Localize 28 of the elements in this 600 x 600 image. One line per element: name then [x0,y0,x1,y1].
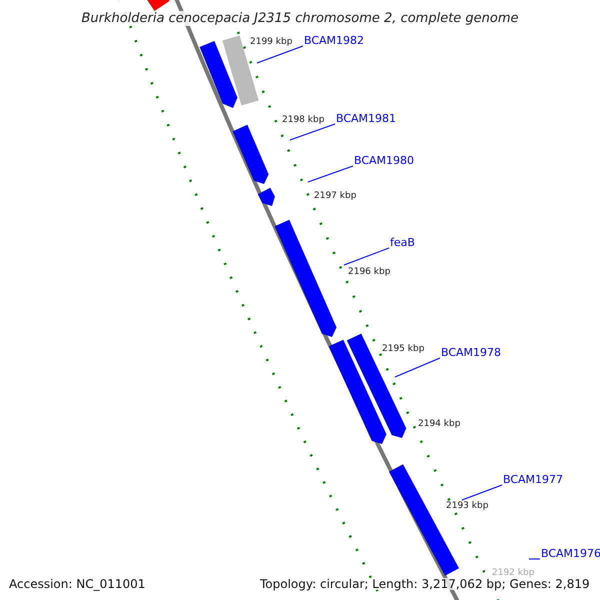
gene-label: BCAM1977 [503,474,564,485]
scale-label: 2193 kbp [446,502,488,511]
gene-label: BCAM1978 [441,347,502,358]
gene-bar [232,124,269,184]
gene-bar [274,220,336,337]
leader-line [308,166,354,182]
leader-line [290,124,336,140]
leader-line [462,484,502,500]
gene-label: feaB [390,237,415,248]
gene-bar [346,334,406,438]
leader-line [394,358,440,378]
footer-text: Accession: NC_011001 [9,578,146,590]
leader-line [344,248,390,266]
scale-label: 2195 kbp [382,345,424,354]
gene-label: BCAM1980 [354,155,414,166]
scale-label: 2199 kbp [250,38,292,47]
leader-line [256,46,304,64]
scale-label: 2192 kbp [492,569,534,578]
scale-label: 2196 kbp [348,268,390,277]
gene-label: BCAM1976 [541,548,600,559]
gene-label: BCAM1982 [304,35,364,46]
gene-bar [258,188,275,206]
scale-label: 2194 kbp [418,420,460,429]
scale-label: 2198 kbp [282,116,324,125]
leader-line [528,558,540,560]
gene-label: BCAM1981 [336,113,396,124]
scale-label: 2197 kbp [314,192,356,201]
gene-bar [200,41,238,108]
